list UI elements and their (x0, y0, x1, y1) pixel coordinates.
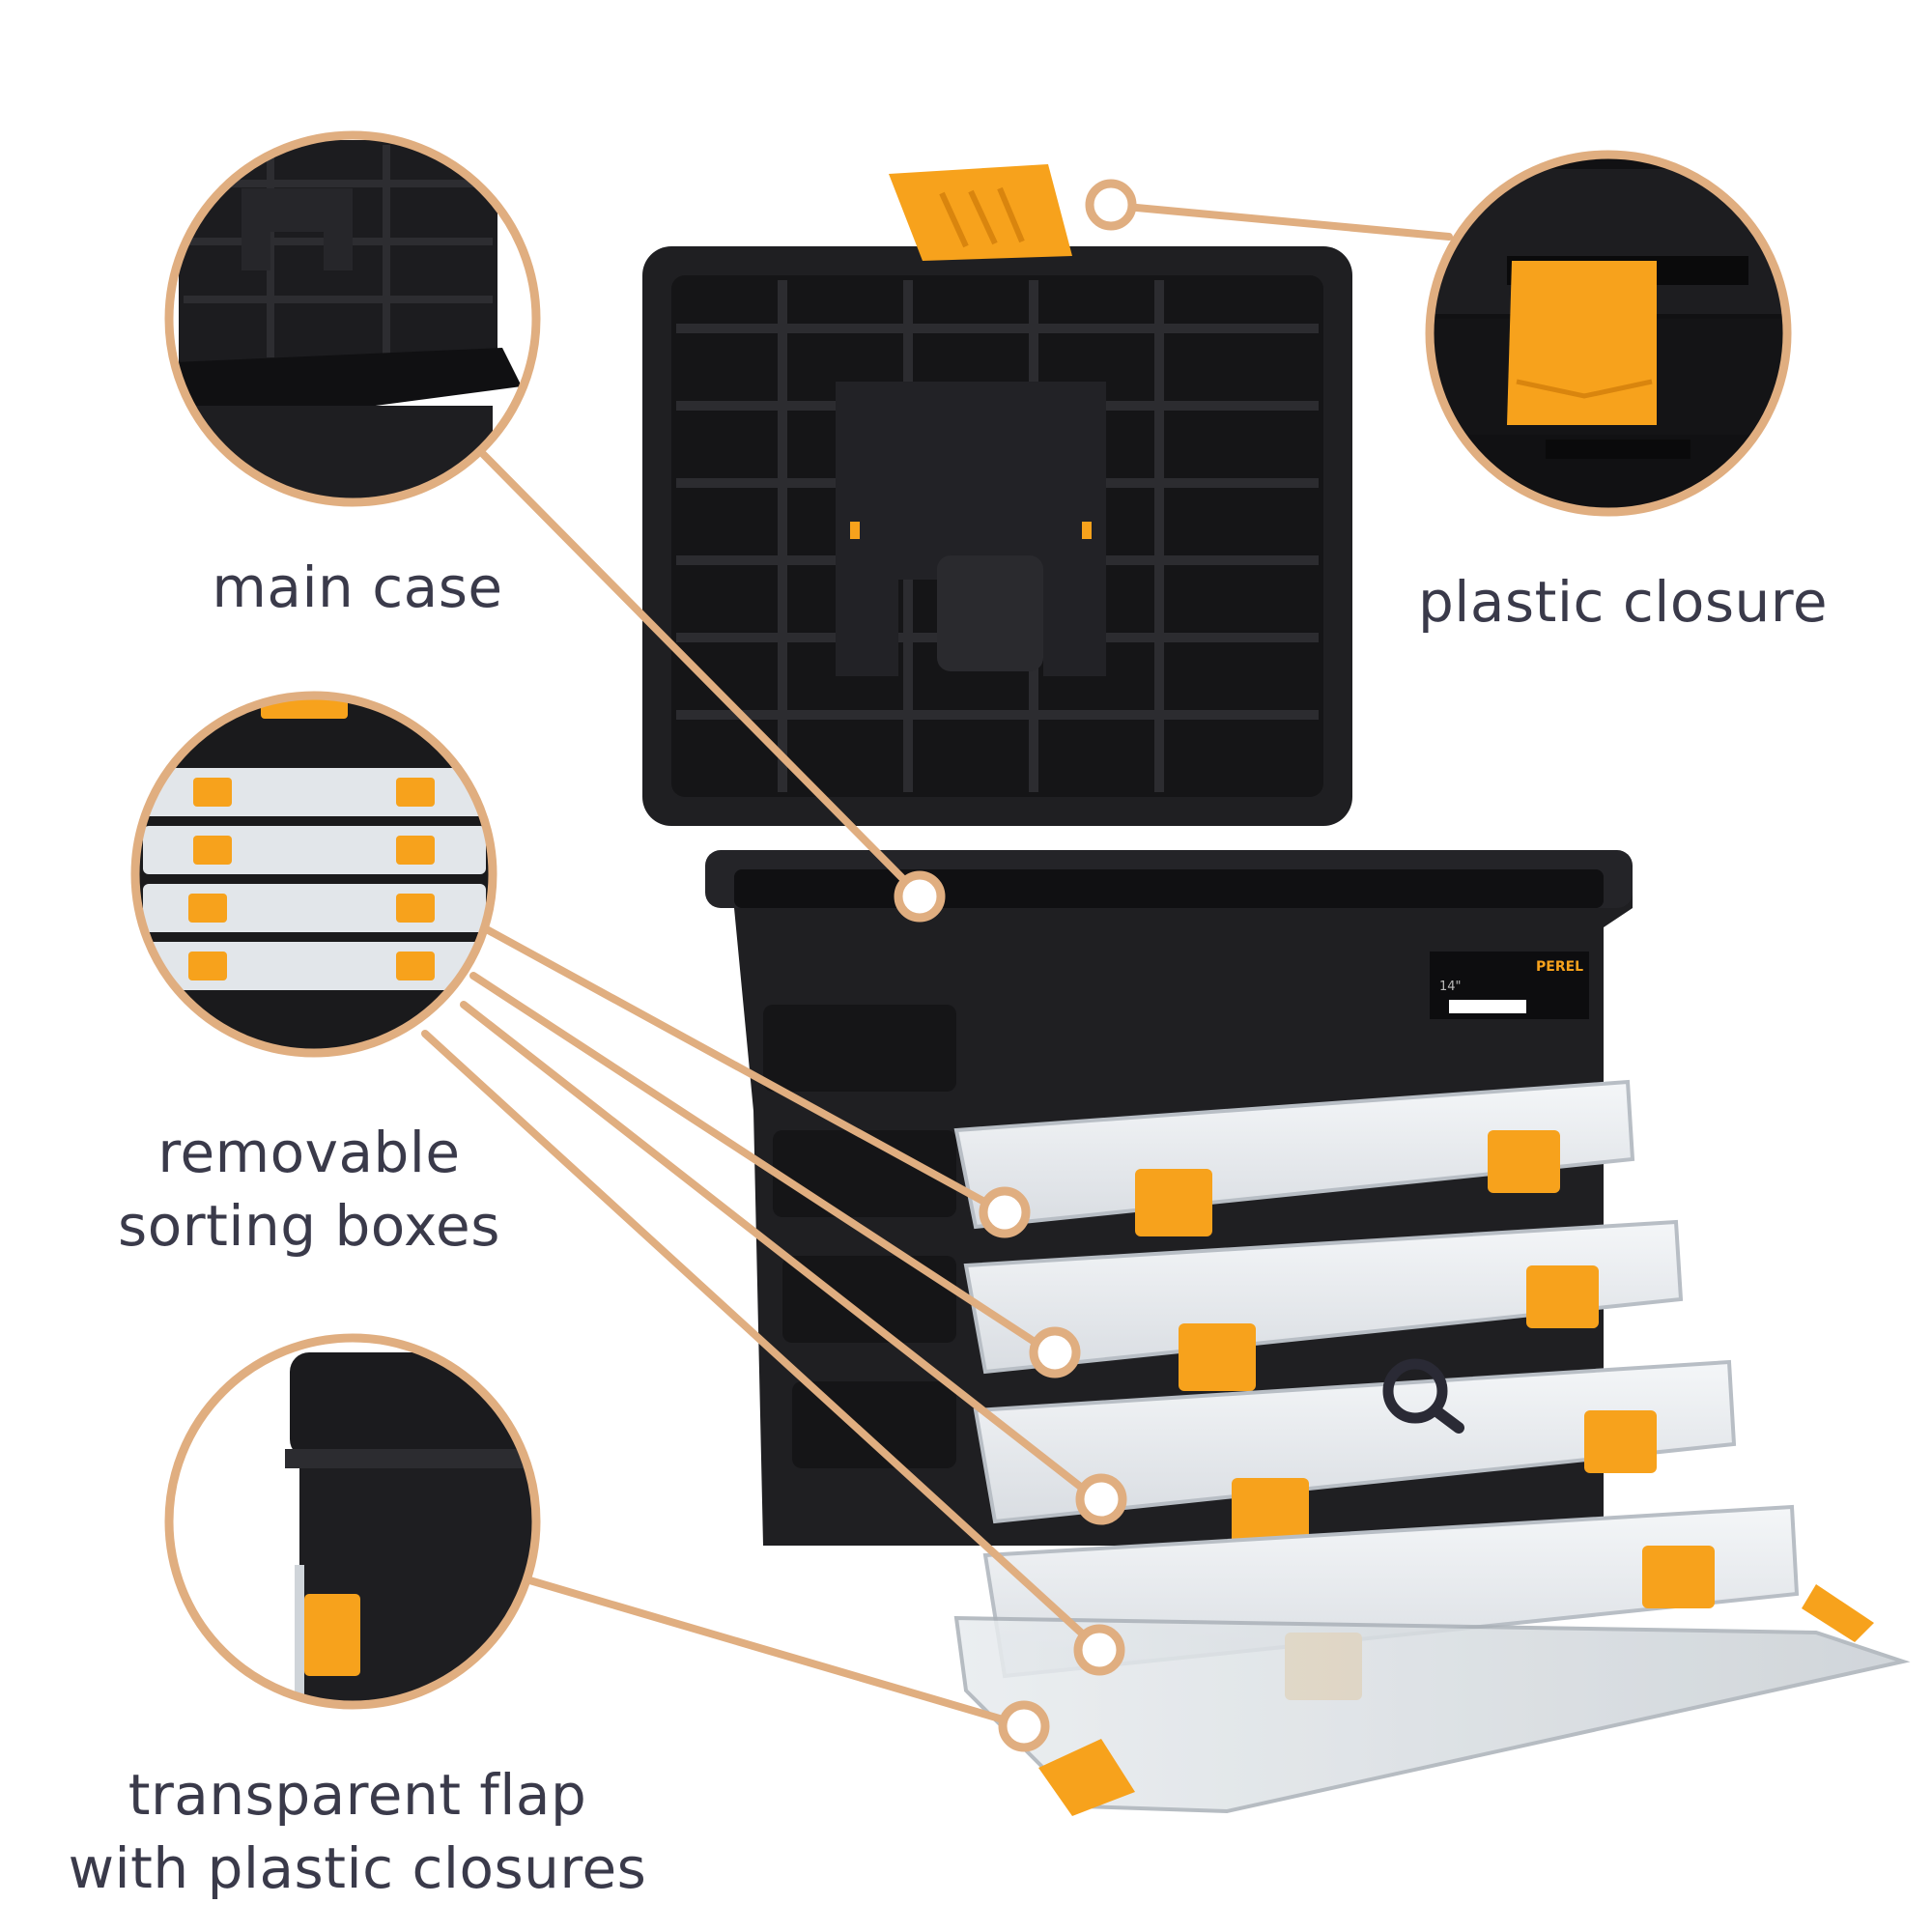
label-transparent-flap-line1: transparent flap (128, 1762, 587, 1828)
leader-dots (894, 179, 1137, 1752)
sorting-box-1 (953, 1079, 1635, 1236)
label-sorting-boxes-line1: removable (157, 1120, 461, 1185)
label-transparent-flap-line2: with plastic closures (68, 1835, 647, 1901)
callout-sorting-boxes (130, 691, 497, 1058)
label-main-case: main case (155, 551, 560, 624)
label-transparent-flap: transparent flap with plastic closures (19, 1758, 696, 1905)
label-plastic-closure: plastic closure (1381, 565, 1864, 639)
label-plastic-closure-text: plastic closure (1417, 569, 1829, 635)
sorting-box-2 (963, 1219, 1684, 1391)
transparent-flap (953, 1584, 1911, 1816)
sorting-box-3 (973, 1359, 1737, 1546)
label-sorting-boxes-line2: sorting boxes (118, 1193, 500, 1259)
leader-lines (421, 202, 1453, 1728)
size-badge: 14" (1439, 980, 1462, 994)
label-sorting-boxes: removable sorting boxes (68, 1116, 551, 1263)
callout-plastic-closure (1425, 150, 1792, 517)
label-main-case-text: main case (212, 554, 503, 620)
brand-label: PEREL (1536, 959, 1583, 975)
case-lid (642, 164, 1352, 826)
magnifier-icon[interactable] (1382, 1358, 1464, 1434)
callout-transparent-flap (164, 1333, 541, 1710)
callout-main-case (164, 130, 541, 507)
